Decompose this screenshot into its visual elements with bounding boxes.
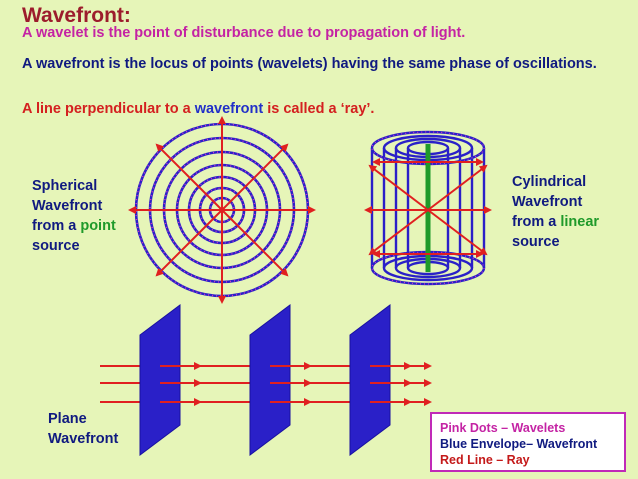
plane-wavefront-sheet	[249, 304, 291, 456]
cylindrical-label-3: from a linear	[512, 212, 599, 232]
ray-def-part1: A line perpendicular to a	[22, 101, 195, 117]
cylindrical-wavefront	[364, 130, 492, 286]
spherical-label: Spherical Wavefront from a point source	[32, 176, 116, 256]
spherical-ray	[155, 209, 223, 277]
plane-wavefront-sheet	[139, 304, 181, 456]
cylindrical-label-3a: from a	[512, 214, 561, 230]
spherical-label-3: from a point	[32, 216, 116, 236]
cylindrical-label-1: Cylindrical	[512, 174, 587, 190]
point-source	[219, 207, 225, 213]
spherical-label-3a: from a	[32, 218, 81, 234]
cylindrical-label-3b: linear	[560, 214, 600, 230]
spherical-ray	[221, 143, 289, 211]
spherical-label-3b: point	[80, 218, 116, 234]
page-title: Wavefront:	[22, 4, 131, 27]
legend-wavefront: Blue Envelope– Wavefront	[440, 437, 598, 451]
wavelet-definition: A wavelet is the point of disturbance du…	[22, 25, 466, 41]
cylindrical-ray	[368, 164, 429, 211]
plane-label: Plane Wavefront	[48, 409, 118, 449]
cylindrical-ray	[427, 164, 488, 211]
cylindrical-ray	[427, 209, 488, 256]
cylindrical-label-2: Wavefront	[512, 194, 583, 210]
plane-wavefront-sheet	[349, 304, 391, 456]
legend-box: Pink Dots – Wavelets Blue Envelope– Wave…	[430, 412, 626, 472]
spherical-label-4: source	[32, 238, 80, 254]
cylindrical-ray	[368, 209, 429, 256]
legend-ray: Red Line – Ray	[440, 453, 530, 467]
cylindrical-label-4: source	[512, 234, 560, 250]
cylinder-wavelet-dots	[371, 251, 485, 285]
spherical-wavefront	[128, 116, 316, 304]
legend-wavelets: Pink Dots – Wavelets	[440, 421, 566, 435]
plane-label-1: Plane	[48, 411, 87, 427]
ray-def-part2: wavefront	[194, 101, 264, 117]
spherical-ray	[221, 209, 289, 277]
ray-definition: A line perpendicular to a wavefront is c…	[22, 101, 374, 117]
spherical-label-1: Spherical	[32, 178, 98, 194]
spherical-ray	[155, 143, 223, 211]
wavefront-definition: A wavefront is the locus of points (wave…	[22, 56, 597, 72]
plane-wavefront	[100, 304, 432, 456]
cylindrical-label: Cylindrical Wavefront from a linear sour…	[512, 172, 599, 252]
ray-def-part3: is called a ‘ray’.	[263, 101, 375, 117]
spherical-label-2: Wavefront	[32, 198, 103, 214]
plane-label-2: Wavefront	[48, 431, 119, 447]
